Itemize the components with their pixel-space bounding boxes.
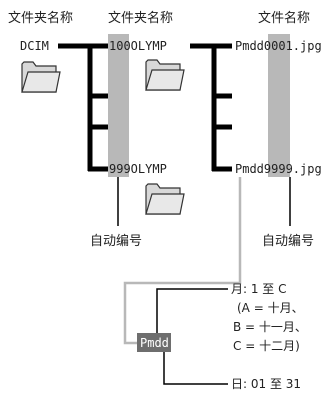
month-c-label: C = 十二月): [233, 339, 300, 353]
first-folder-label: 100OLYMP: [109, 39, 167, 53]
root-folder-label: DCIM: [20, 39, 49, 53]
day-range-label: 日: 01 至 31: [231, 377, 301, 391]
file-tree-bracket: [190, 43, 232, 172]
folder-number-highlight: [108, 34, 129, 177]
folder-icon: [21, 61, 61, 93]
day-pointer: [163, 352, 228, 385]
header-folder-name-2: 文件夹名称: [108, 10, 173, 26]
folder-tree-bracket: [58, 43, 108, 172]
header-folder-name-1: 文件夹名称: [8, 10, 73, 26]
folder-icon: [145, 183, 185, 215]
header-file-name: 文件名称: [258, 10, 310, 26]
folder-icon: [145, 59, 185, 91]
month-range-label: 月: 1 至 C: [231, 282, 287, 296]
first-file-label: Pmdd0001.jpg: [235, 39, 322, 53]
prefix-connector: [123, 177, 242, 345]
last-folder-label: 999OLYMP: [109, 162, 167, 176]
month-b-label: B = 十一月、: [233, 320, 307, 334]
prefix-box: [137, 333, 171, 352]
prefix-label: Pmdd: [140, 336, 169, 350]
last-file-label: Pmdd9999.jpg: [235, 162, 322, 176]
file-number-highlight: [268, 34, 290, 177]
file-auto-number-label: 自动编号: [262, 234, 314, 249]
folder-auto-number-label: 自动编号: [90, 234, 142, 249]
month-pointer: [156, 288, 228, 333]
month-a-label: (A = 十月、: [237, 301, 304, 315]
